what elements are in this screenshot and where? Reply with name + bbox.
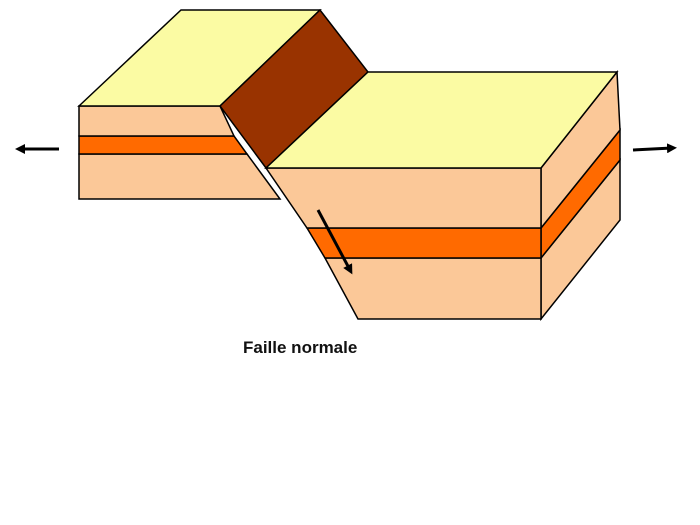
diagram-caption: Faille normale <box>243 338 358 357</box>
hangingwall-top-surface <box>264 71 619 169</box>
right-arrow-icon <box>632 143 677 154</box>
footwall-front-light-upper <box>78 105 236 137</box>
hangingwall-front-light-upper <box>264 167 542 229</box>
hangingwall-front-light-lower <box>323 257 542 320</box>
slip-arrow-icon <box>316 209 353 275</box>
footwall-block <box>77 9 322 200</box>
hangingwall-block <box>264 69 621 322</box>
footwall-front-orange-layer <box>78 135 249 155</box>
footwall-front-light-lower <box>78 153 282 200</box>
